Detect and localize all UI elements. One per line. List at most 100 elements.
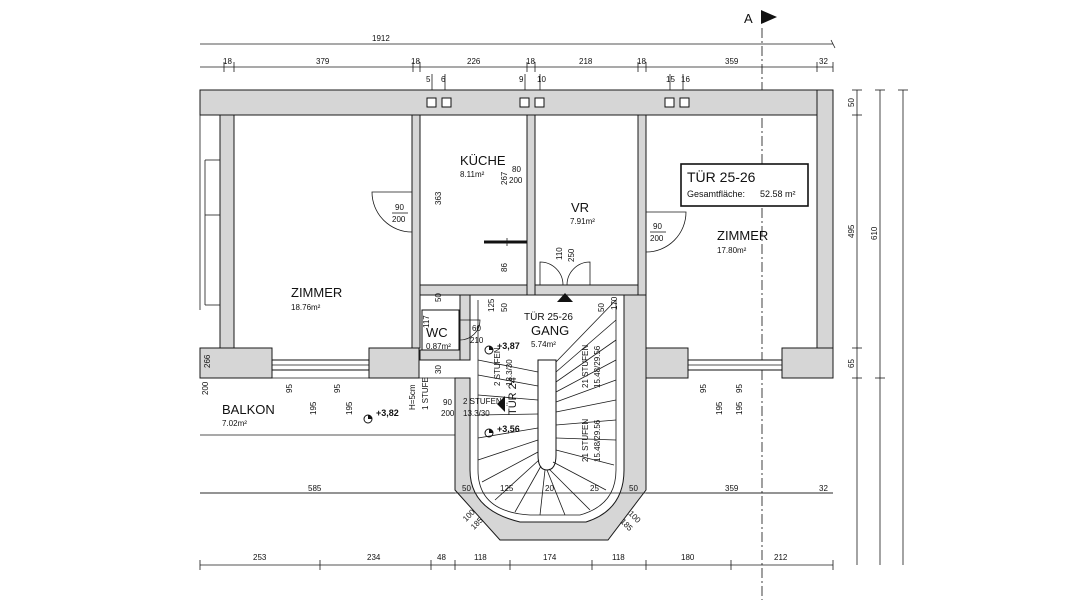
svg-text:200: 200	[392, 215, 406, 224]
level-marker-356: +3,56	[484, 424, 520, 438]
svg-text:125: 125	[500, 484, 514, 493]
level-marker-382: +3,82	[363, 408, 399, 424]
svg-text:2 STUFEN: 2 STUFEN	[463, 397, 502, 406]
svg-text:ZIMMER: ZIMMER	[291, 285, 342, 300]
svg-text:95: 95	[699, 384, 708, 393]
svg-text:10: 10	[537, 75, 546, 84]
svg-text:359: 359	[725, 484, 739, 493]
window-left-dims: 95 195 95 195	[285, 384, 354, 415]
walls	[199, 89, 834, 541]
svg-text:9: 9	[519, 75, 524, 84]
svg-text:200: 200	[441, 409, 455, 418]
svg-text:195: 195	[345, 401, 354, 415]
svg-text:250: 250	[567, 248, 576, 262]
level-marker-387: +3,87	[484, 341, 520, 355]
svg-text:200: 200	[509, 176, 523, 185]
svg-text:48: 48	[437, 553, 446, 562]
top-dimension-total: 1912	[200, 34, 836, 49]
svg-text:GANG: GANG	[531, 323, 569, 338]
svg-text:226: 226	[467, 57, 481, 66]
svg-text:18: 18	[223, 57, 232, 66]
svg-text:50: 50	[500, 303, 509, 312]
unit-summary-box: TÜR 25-26 Gesamtfläche: 52.58 m²	[680, 163, 809, 207]
spiral-stair	[477, 299, 617, 516]
svg-text:90: 90	[443, 398, 452, 407]
svg-text:90: 90	[653, 222, 662, 231]
svg-text:20: 20	[545, 484, 554, 493]
svg-text:13.3/30: 13.3/30	[463, 409, 490, 418]
svg-text:TÜR 25-26: TÜR 25-26	[687, 168, 756, 185]
svg-text:585: 585	[308, 484, 322, 493]
svg-text:95: 95	[333, 384, 342, 393]
svg-text:60: 60	[472, 324, 481, 333]
svg-text:52.58 m²: 52.58 m²	[760, 189, 796, 199]
svg-text:50: 50	[597, 303, 606, 312]
window-right	[687, 359, 783, 371]
svg-text:5: 5	[426, 75, 431, 84]
room-zimmer-right: ZIMMER 17.80m²	[717, 228, 768, 255]
svg-text:174: 174	[543, 553, 557, 562]
svg-text:30: 30	[434, 365, 443, 374]
right-dimension-chain: 50 495 610 65	[847, 89, 908, 565]
svg-text:266: 266	[203, 354, 212, 368]
svg-text:32: 32	[819, 57, 828, 66]
svg-text:15.48/29.56: 15.48/29.56	[593, 419, 602, 462]
room-wc: WC 0.87m²	[426, 325, 451, 351]
svg-text:1912: 1912	[372, 34, 390, 43]
svg-text:6: 6	[441, 75, 446, 84]
svg-text:267: 267	[500, 171, 509, 185]
svg-text:+3,82: +3,82	[376, 408, 399, 418]
svg-text:15: 15	[666, 75, 675, 84]
svg-text:118: 118	[612, 553, 625, 562]
door-wc	[459, 319, 481, 341]
window-right-dims: 95 195 95 195	[699, 384, 744, 415]
svg-text:195: 195	[309, 401, 318, 415]
room-zimmer-left: ZIMMER 18.76m²	[291, 285, 342, 312]
svg-text:18: 18	[411, 57, 420, 66]
svg-text:15.48/29.56: 15.48/29.56	[593, 345, 602, 388]
svg-text:200: 200	[650, 234, 664, 243]
svg-text:125: 125	[487, 298, 496, 312]
svg-text:KÜCHE: KÜCHE	[460, 153, 506, 168]
entry-double-door	[539, 261, 591, 302]
svg-text:ZIMMER: ZIMMER	[717, 228, 768, 243]
svg-text:13.3/30: 13.3/30	[505, 359, 514, 386]
room-kueche: KÜCHE 8.11m²	[460, 153, 506, 179]
svg-text:117: 117	[422, 315, 431, 328]
svg-text:18.76m²: 18.76m²	[291, 303, 321, 312]
bottom-dimension-chain-1: 585 50 125 20 25 50 359 32	[200, 484, 833, 494]
svg-text:234: 234	[367, 553, 381, 562]
svg-text:495: 495	[847, 224, 856, 238]
svg-text:218: 218	[579, 57, 593, 66]
svg-text:80: 80	[512, 165, 521, 174]
svg-text:359: 359	[725, 57, 739, 66]
svg-text:7.02m²: 7.02m²	[222, 419, 247, 428]
svg-text:379: 379	[316, 57, 330, 66]
svg-text:25: 25	[590, 484, 599, 493]
svg-text:VR: VR	[571, 200, 589, 215]
svg-text:TÜR 25-26: TÜR 25-26	[524, 311, 573, 323]
svg-text:180: 180	[681, 553, 695, 562]
svg-text:363: 363	[434, 191, 443, 205]
svg-text:610: 610	[870, 226, 879, 240]
svg-text:200: 200	[201, 381, 210, 395]
svg-text:95: 95	[285, 384, 294, 393]
svg-text:WC: WC	[426, 325, 448, 340]
room-balkon: BALKON 7.02m²	[222, 402, 275, 428]
svg-text:195: 195	[735, 401, 744, 415]
svg-text:18: 18	[526, 57, 535, 66]
inner-dimensions: 363 267 80 200 86 110 250 50 125 50 50 1…	[201, 165, 643, 533]
svg-text:212: 212	[774, 553, 788, 562]
svg-text:50: 50	[434, 293, 443, 302]
svg-text:86: 86	[500, 263, 509, 272]
top-dimension-chain: 18 379 18 226 18 218 18 359 32 5 6 9 10 …	[200, 57, 834, 92]
svg-text:50: 50	[462, 484, 471, 493]
svg-text:95: 95	[735, 384, 744, 393]
svg-text:170: 170	[610, 296, 619, 310]
svg-text:21 STUFEN: 21 STUFEN	[581, 345, 590, 388]
svg-text:17.80m²: 17.80m²	[717, 246, 747, 255]
svg-text:210: 210	[470, 336, 484, 345]
svg-text:90: 90	[395, 203, 404, 212]
svg-text:TÜR 24: TÜR 24	[507, 377, 519, 415]
